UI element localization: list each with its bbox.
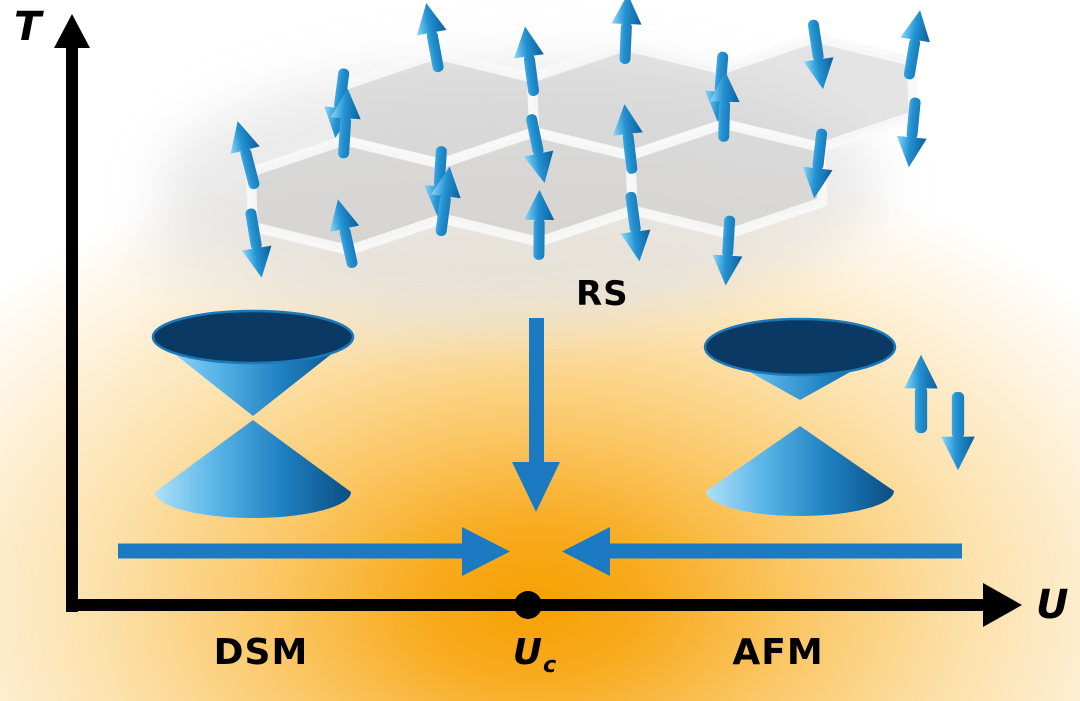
dirac-cone-dsm <box>151 309 355 518</box>
rs-annotation: RS <box>576 274 629 314</box>
x-axis-label: U <box>1036 582 1069 628</box>
critical-point-subscript: c <box>543 652 558 679</box>
critical-point-label: Uc <box>498 632 572 678</box>
y-axis <box>54 14 90 612</box>
critical-point-dot <box>514 591 542 619</box>
rs-flow-arrow-down <box>512 318 560 512</box>
y-axis-arrowhead <box>54 14 90 48</box>
flow-arrows <box>118 318 962 576</box>
gapped-cone-afm <box>703 317 897 516</box>
x-axis-arrowhead <box>983 583 1022 627</box>
region-label-afm: AFM <box>732 632 824 673</box>
region-label-dsm: DSM <box>213 632 309 673</box>
afm-flow-arrow-left <box>562 527 962 576</box>
y-axis-label: T <box>14 4 42 50</box>
axes <box>54 14 1022 627</box>
dsm-flow-arrow-right <box>118 527 510 576</box>
critical-point-base: U <box>512 632 543 673</box>
